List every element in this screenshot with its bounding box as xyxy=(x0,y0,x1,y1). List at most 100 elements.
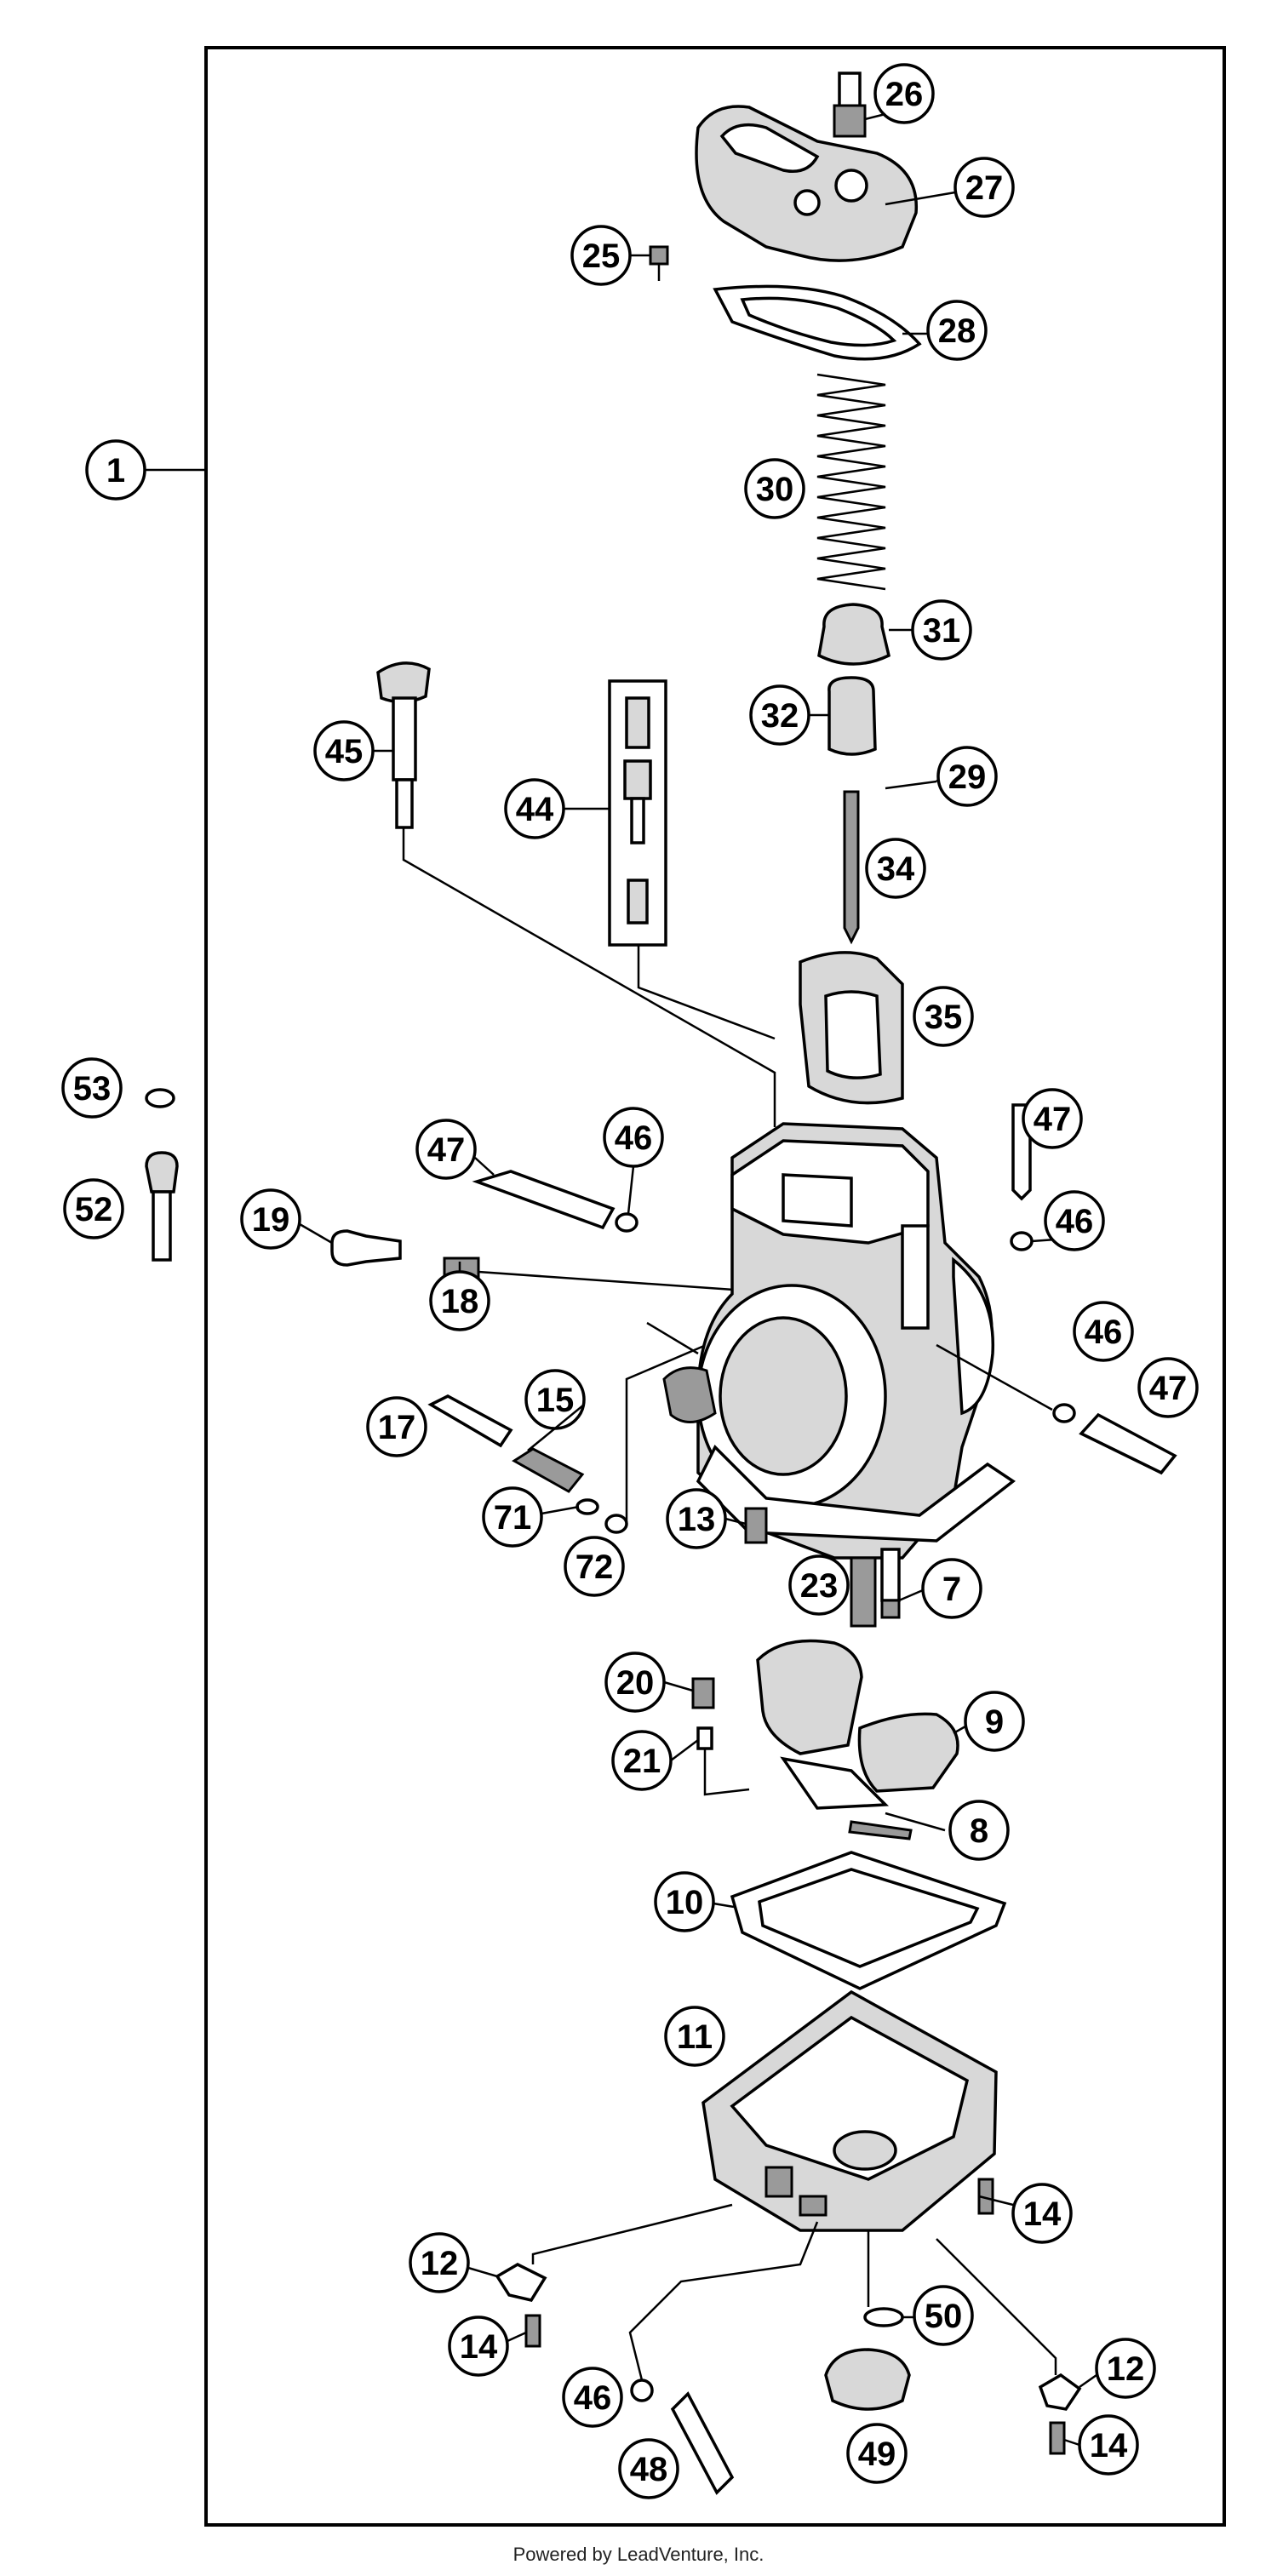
bowl-fasteners xyxy=(495,2203,1082,2495)
svg-text:21: 21 xyxy=(623,1743,661,1780)
callout-49: 49 xyxy=(846,2423,908,2484)
callout-26: 26 xyxy=(873,63,935,124)
jet-kit-part xyxy=(608,679,776,1040)
svg-text:44: 44 xyxy=(516,791,554,828)
callout-25: 25 xyxy=(570,225,632,286)
svg-text:9: 9 xyxy=(985,1703,1004,1741)
svg-text:11: 11 xyxy=(677,2018,713,2056)
callout-46-left: 46 xyxy=(603,1107,664,1168)
svg-text:47: 47 xyxy=(427,1131,466,1169)
svg-text:13: 13 xyxy=(678,1501,716,1538)
callout-7: 7 xyxy=(921,1558,982,1619)
callout-20: 20 xyxy=(604,1652,666,1713)
callout-19: 19 xyxy=(240,1188,301,1250)
svg-text:17: 17 xyxy=(378,1409,416,1446)
callout-35: 35 xyxy=(913,986,974,1047)
svg-text:53: 53 xyxy=(73,1070,112,1108)
callout-12-left: 12 xyxy=(409,2232,470,2293)
svg-text:28: 28 xyxy=(938,312,976,350)
callout-12-right: 12 xyxy=(1095,2338,1156,2399)
svg-text:48: 48 xyxy=(630,2451,668,2488)
needle-parts xyxy=(827,676,937,945)
callout-1: 1 xyxy=(85,439,146,501)
callout-13: 13 xyxy=(666,1488,727,1549)
idle-screw-parts xyxy=(330,1229,747,1292)
svg-text:35: 35 xyxy=(925,999,963,1036)
callout-46-lower: 46 xyxy=(562,2367,623,2428)
callout-17: 17 xyxy=(366,1396,427,1457)
float-bowl-gasket xyxy=(730,1851,1007,1990)
callout-47-left: 47 xyxy=(415,1119,477,1180)
callout-32: 32 xyxy=(749,684,810,746)
callout-9: 9 xyxy=(964,1691,1025,1752)
callout-30: 30 xyxy=(744,458,805,519)
svg-text:12: 12 xyxy=(1107,2350,1145,2388)
callout-14-left: 14 xyxy=(448,2316,509,2377)
callout-10: 10 xyxy=(654,1871,715,1932)
svg-text:46: 46 xyxy=(615,1119,653,1157)
plug-parts xyxy=(145,1088,179,1262)
svg-text:20: 20 xyxy=(616,1664,655,1702)
svg-text:12: 12 xyxy=(421,2245,459,2282)
svg-text:45: 45 xyxy=(325,733,364,770)
callout-leaders xyxy=(299,112,1097,2447)
callout-47-lower: 47 xyxy=(1137,1357,1199,1418)
svg-text:46: 46 xyxy=(1085,1314,1123,1351)
svg-text:72: 72 xyxy=(576,1548,614,1586)
svg-text:18: 18 xyxy=(441,1283,479,1320)
float-assembly xyxy=(691,1639,959,1840)
callout-34: 34 xyxy=(865,838,926,899)
svg-text:23: 23 xyxy=(800,1567,839,1605)
callout-14-right: 14 xyxy=(1011,2183,1073,2244)
pin-parts xyxy=(472,1103,1177,1475)
callout-14-lower: 14 xyxy=(1078,2414,1139,2476)
svg-text:14: 14 xyxy=(1023,2195,1062,2233)
svg-text:31: 31 xyxy=(923,612,961,650)
adjuster-screw-part xyxy=(376,661,776,1127)
callout-52: 52 xyxy=(63,1178,124,1239)
svg-text:27: 27 xyxy=(965,169,1004,207)
callout-44: 44 xyxy=(504,778,565,839)
callout-48: 48 xyxy=(618,2438,679,2499)
svg-text:32: 32 xyxy=(761,697,799,735)
callout-53: 53 xyxy=(61,1057,123,1119)
svg-text:49: 49 xyxy=(858,2436,896,2473)
svg-text:30: 30 xyxy=(756,471,794,508)
callout-45: 45 xyxy=(313,720,375,781)
svg-text:47: 47 xyxy=(1034,1101,1072,1138)
assembly-frame xyxy=(204,46,1226,2527)
svg-text:1: 1 xyxy=(106,452,125,489)
callout-27: 27 xyxy=(953,157,1015,218)
svg-text:52: 52 xyxy=(75,1191,113,1228)
callout-46-mid: 46 xyxy=(1044,1190,1105,1251)
callout-31: 31 xyxy=(911,599,972,661)
footer-credit: Powered by LeadVenture, Inc. xyxy=(513,2544,764,2565)
svg-text:14: 14 xyxy=(460,2328,498,2366)
svg-text:15: 15 xyxy=(536,1382,575,1419)
svg-text:26: 26 xyxy=(885,76,924,113)
svg-text:10: 10 xyxy=(666,1884,704,1921)
callout-29: 29 xyxy=(936,746,998,807)
svg-text:8: 8 xyxy=(970,1812,988,1850)
callout-50: 50 xyxy=(913,2285,974,2346)
svg-text:46: 46 xyxy=(574,2379,612,2417)
svg-text:50: 50 xyxy=(925,2298,963,2335)
svg-text:25: 25 xyxy=(582,238,621,275)
jet-parts xyxy=(744,1507,901,1628)
svg-text:47: 47 xyxy=(1149,1370,1188,1407)
callout-23: 23 xyxy=(788,1554,850,1616)
top-cap-assembly xyxy=(649,72,922,361)
callout-72: 72 xyxy=(564,1536,625,1597)
callout-47-right: 47 xyxy=(1022,1088,1083,1149)
svg-text:19: 19 xyxy=(252,1201,290,1239)
callout-21: 21 xyxy=(611,1730,673,1791)
callout-15: 15 xyxy=(524,1369,586,1430)
callout-28: 28 xyxy=(926,300,988,361)
svg-text:7: 7 xyxy=(942,1571,961,1608)
float-bowl xyxy=(701,1989,1014,2232)
needle-seat-part xyxy=(817,603,891,666)
carburetor-body xyxy=(646,1122,1053,1560)
callout-11: 11 xyxy=(664,2006,725,2067)
throttle-slide-part xyxy=(799,951,904,1105)
